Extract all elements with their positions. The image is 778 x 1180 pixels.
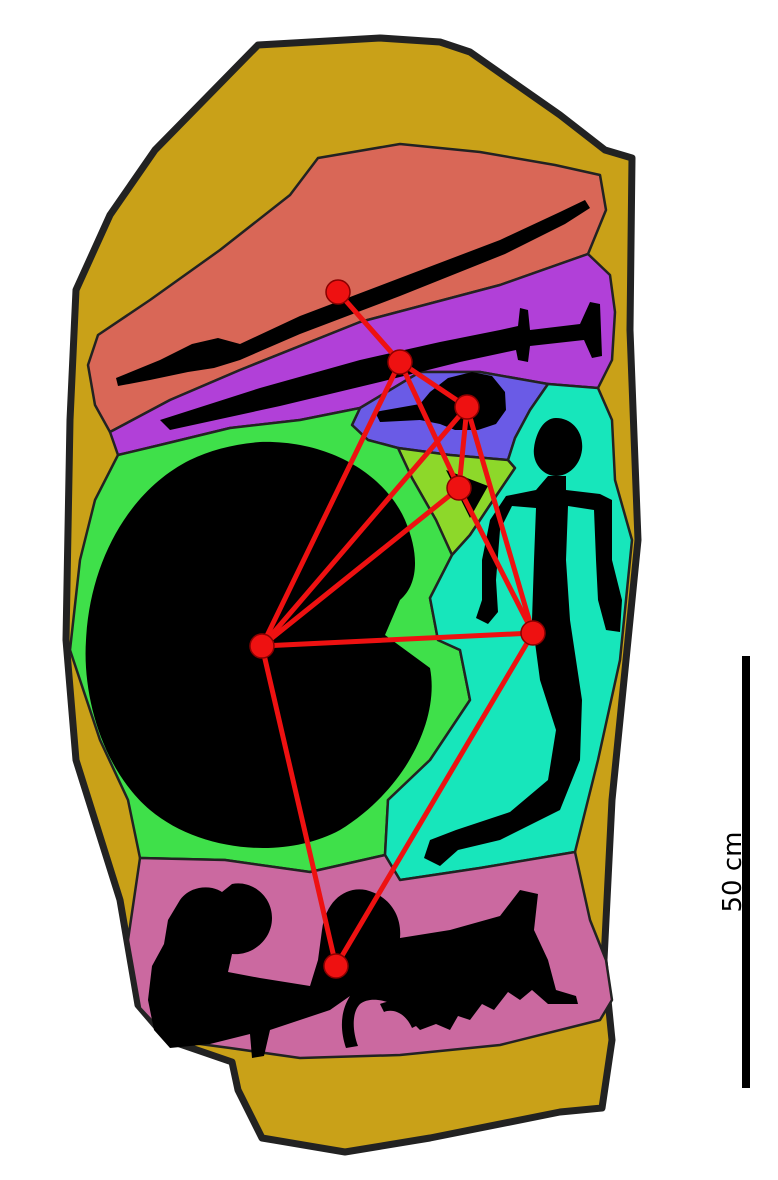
node-triangle xyxy=(446,475,472,501)
node-sword xyxy=(325,279,351,305)
edge-dagger-disc xyxy=(259,359,403,649)
figure-human xyxy=(424,418,622,866)
scale-label: 50 cm xyxy=(718,831,748,913)
graph-edges xyxy=(259,289,536,969)
edge-dagger-triangle xyxy=(397,359,462,491)
node-small-blob xyxy=(454,394,480,420)
edge-triangle-human xyxy=(456,485,536,636)
edge-blob-disc xyxy=(259,404,470,649)
edge-blob-triangle xyxy=(456,404,470,491)
edge-human-animals xyxy=(333,630,536,969)
edge-disc-human xyxy=(259,630,536,649)
edge-sword-dagger xyxy=(335,289,403,365)
figure-dagger xyxy=(160,302,602,430)
figure-sword xyxy=(116,200,590,386)
edge-triangle-disc xyxy=(259,485,462,649)
scale-bar xyxy=(742,656,750,1088)
node-dagger xyxy=(387,349,413,375)
node-human-figure xyxy=(520,620,546,646)
figure-animals xyxy=(148,883,578,1058)
node-disc xyxy=(249,633,275,659)
edge-dagger-blob xyxy=(397,359,470,410)
edge-disc-animals xyxy=(259,643,339,969)
node-animals xyxy=(323,953,349,979)
graph-nodes xyxy=(249,279,546,979)
edge-blob-human xyxy=(464,404,536,636)
